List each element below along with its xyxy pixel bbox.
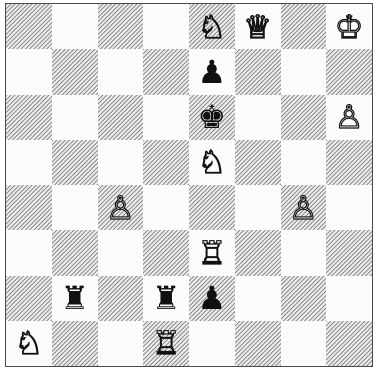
square-b6[interactable] [52,95,98,140]
square-b1[interactable] [52,321,98,366]
square-g6[interactable] [281,95,327,140]
black-rook-d2-icon[interactable]: ♜ [152,282,181,314]
square-e6[interactable]: ♚ [189,95,235,140]
square-a6[interactable] [6,95,52,140]
square-e3[interactable]: ♖ [189,230,235,275]
square-c6[interactable] [98,95,144,140]
white-pawn-h6-icon[interactable]: ♙ [335,101,364,133]
square-b8[interactable] [52,4,98,49]
square-f1[interactable] [235,321,281,366]
square-a2[interactable] [6,276,52,321]
square-f4[interactable] [235,185,281,230]
square-c3[interactable] [98,230,144,275]
square-e8[interactable]: ♘ [189,4,235,49]
square-e7[interactable]: ♟ [189,49,235,94]
square-e4[interactable] [189,185,235,230]
square-c2[interactable] [98,276,144,321]
white-knight-a1-icon[interactable]: ♘ [15,327,44,359]
square-b4[interactable] [52,185,98,230]
square-h6[interactable]: ♙ [326,95,372,140]
square-a3[interactable] [6,230,52,275]
square-h2[interactable] [326,276,372,321]
square-g1[interactable] [281,321,327,366]
square-g7[interactable] [281,49,327,94]
square-h3[interactable] [326,230,372,275]
square-d3[interactable] [143,230,189,275]
square-d5[interactable] [143,140,189,185]
square-f3[interactable] [235,230,281,275]
square-h7[interactable] [326,49,372,94]
board-grid: ♘ ♕ ♔ ♟ ♚ ♙ ♘ ♙ ♙ ♖ ♜ ♜ ♟ ♘ ♖ [6,4,372,366]
square-a4[interactable] [6,185,52,230]
square-a1[interactable]: ♘ [6,321,52,366]
square-b7[interactable] [52,49,98,94]
square-d2[interactable]: ♜ [143,276,189,321]
square-c5[interactable] [98,140,144,185]
chess-board: ♘ ♕ ♔ ♟ ♚ ♙ ♘ ♙ ♙ ♖ ♜ ♜ ♟ ♘ ♖ [5,3,373,367]
black-pawn-e7-icon[interactable]: ♟ [198,56,227,88]
white-queen-icon[interactable]: ♕ [243,11,272,43]
white-rook-d1-icon[interactable]: ♖ [152,327,181,359]
square-f2[interactable] [235,276,281,321]
square-d6[interactable] [143,95,189,140]
square-h8[interactable]: ♔ [326,4,372,49]
square-g4[interactable]: ♙ [281,185,327,230]
white-knight-e5-icon[interactable]: ♘ [198,146,227,178]
square-g3[interactable] [281,230,327,275]
square-b5[interactable] [52,140,98,185]
black-rook-b2-icon[interactable]: ♜ [60,282,89,314]
square-e5[interactable]: ♘ [189,140,235,185]
square-c8[interactable] [98,4,144,49]
square-g8[interactable] [281,4,327,49]
square-b3[interactable] [52,230,98,275]
square-g5[interactable] [281,140,327,185]
square-f5[interactable] [235,140,281,185]
square-h1[interactable] [326,321,372,366]
white-knight-e8-icon[interactable]: ♘ [198,11,227,43]
white-pawn-g4-icon[interactable]: ♙ [289,192,318,224]
square-f8[interactable]: ♕ [235,4,281,49]
square-a7[interactable] [6,49,52,94]
square-a8[interactable] [6,4,52,49]
square-a5[interactable] [6,140,52,185]
white-king-icon[interactable]: ♔ [335,11,364,43]
square-f7[interactable] [235,49,281,94]
square-c4[interactable]: ♙ [98,185,144,230]
square-h5[interactable] [326,140,372,185]
square-h4[interactable] [326,185,372,230]
square-g2[interactable] [281,276,327,321]
square-e2[interactable]: ♟ [189,276,235,321]
square-d7[interactable] [143,49,189,94]
square-d1[interactable]: ♖ [143,321,189,366]
square-e1[interactable] [189,321,235,366]
square-f6[interactable] [235,95,281,140]
white-rook-e3-icon[interactable]: ♖ [198,237,227,269]
square-d4[interactable] [143,185,189,230]
black-king-icon[interactable]: ♚ [198,101,227,133]
black-pawn-e2-icon[interactable]: ♟ [198,282,227,314]
square-c7[interactable] [98,49,144,94]
white-pawn-c4-icon[interactable]: ♙ [106,192,135,224]
square-b2[interactable]: ♜ [52,276,98,321]
square-d8[interactable] [143,4,189,49]
square-c1[interactable] [98,321,144,366]
